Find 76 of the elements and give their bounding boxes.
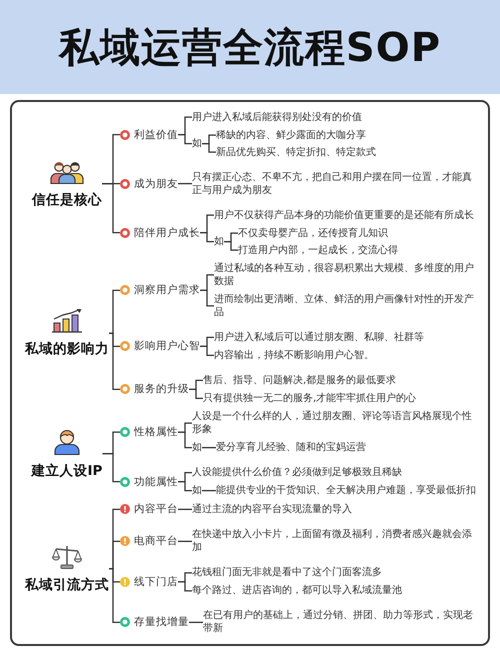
- subtopic-label: 洞察用户需求: [134, 283, 200, 298]
- subtopic: [120, 339, 200, 354]
- note-text: 每个路过、进店咨询的，都可以导入私域流量池: [192, 584, 402, 598]
- subtopic: [120, 502, 178, 516]
- topic-label: 私域的影响力: [25, 340, 109, 358]
- connector-line: [224, 240, 238, 251]
- connector-line: [202, 490, 216, 492]
- subtopic-label: 内容平台: [134, 502, 178, 516]
- subtopic: [120, 226, 200, 240]
- note-text: 只有提供独一无二的服务,才能牢牢抓住用户的心: [203, 392, 416, 405]
- connector-line: [102, 452, 120, 482]
- subtopic-label: 利益价值: [134, 128, 178, 142]
- note-text: 在快递中放入小卡片，上面留有微及福利，消费者感兴趣就会添加: [192, 528, 478, 554]
- subtopic: [120, 615, 189, 630]
- title: 私域运营全流程SOP: [58, 24, 442, 72]
- connector-line: [178, 540, 192, 542]
- note-text: 用户进入私域后可以通过朋友圈、私聊、社群等: [214, 330, 424, 344]
- topic-label: 私域引流方式: [25, 576, 109, 594]
- connector-line: [202, 446, 216, 448]
- connector-line: [200, 290, 214, 307]
- note-text: 爱分享育儿经验、随和的宝妈运营: [216, 441, 366, 454]
- connector-line: [202, 142, 216, 153]
- topic-label: 信任是核心: [32, 190, 102, 209]
- subtopic: [120, 425, 178, 440]
- note-text: 如: [192, 441, 202, 454]
- note-text: 用户不仅获得产品本身的功能价值更重要的是还能有所成长: [214, 208, 474, 222]
- note-text: 如: [214, 235, 224, 248]
- note-text: 进而绘制出更清晰、立体、鲜活的用户画像针对性的开发产品: [214, 292, 478, 319]
- subtopic-label: 线下门店: [134, 574, 178, 589]
- note-text: 用户进入私域后能获得别处没有的价值: [192, 110, 362, 124]
- subtopic: [120, 128, 178, 142]
- note-text: 新品优先购买、特定折扣、特定款式: [216, 146, 376, 159]
- subtopic: [120, 534, 178, 548]
- connector-line: [178, 182, 192, 184]
- note-text: 只有摆正心态、不卑不亢，把自己和用户摆在同一位置，才能真正与用户成为朋友: [192, 170, 478, 197]
- subtopic-label: 服务的升级: [134, 382, 189, 396]
- note-text: 人设是一个什么样的人，通过朋友圈、评论等语言风格展现个性形象: [192, 410, 478, 436]
- connector-line: [189, 622, 203, 624]
- subtopic-label: 存量找增量: [134, 615, 189, 630]
- connector-line: [109, 568, 120, 624]
- subtopic: [120, 176, 178, 191]
- connector-line: [102, 182, 120, 234]
- connector-line: [178, 581, 192, 592]
- connector-line: [200, 232, 214, 242]
- subtopic-label: 成为朋友: [134, 176, 178, 191]
- connector-line: [178, 431, 192, 448]
- note-text: 人设能提供什么价值？必须做到足够极致且稀缺: [192, 466, 402, 480]
- note-text: 如: [192, 137, 202, 150]
- note-text: 通过私域的各种互动，很容易积累出大规模、多维度的用户数据: [214, 262, 478, 288]
- note-text: 内容输出，持续不断影响用户心智。: [214, 348, 374, 362]
- subtopic-label: 性格属性: [134, 425, 178, 440]
- subtopic-label: 功能属性: [134, 474, 178, 489]
- subtopic-label: 陪伴用户成长: [134, 226, 200, 240]
- note-text: 不仅卖母婴产品，还传授育儿知识: [238, 226, 388, 240]
- note-text: 通过主流的内容平台实现流量的导入: [192, 502, 352, 516]
- subtopic-label: 电商平台: [134, 534, 178, 548]
- subtopic: [120, 474, 178, 489]
- note-text: 稀缺的内容、鲜少露面的大咖分享: [216, 128, 366, 142]
- connector-line: [178, 134, 192, 144]
- connector-line: [178, 508, 192, 510]
- note-text: 在已有用户的基础上，通过分销、拼团、助力等形式，实现老带新: [203, 609, 478, 636]
- connector-line: [178, 480, 192, 492]
- note-text: 花钱租门面无非就是看中了这个门面客流多: [192, 566, 382, 580]
- subtopic: [120, 382, 189, 396]
- note-text: 售后、指导、问题解决,都是服务的最低要求: [203, 374, 396, 387]
- main-topic: [32, 428, 102, 480]
- topic-label: 建立人设IP: [32, 462, 102, 480]
- note-text: 如: [192, 484, 202, 498]
- subtopic-label: 影响用户心智: [134, 339, 200, 354]
- note-text: 打造用户内部，一起成长，交流心得: [238, 244, 398, 257]
- connector-line: [189, 388, 203, 400]
- subtopic: [120, 574, 178, 589]
- connector-line: [200, 346, 214, 356]
- subtopic: [120, 283, 200, 298]
- connector-line: [109, 332, 120, 390]
- note-text: 能提供专业的干货知识、全天解决用户难题，享受最低折扣: [216, 484, 476, 498]
